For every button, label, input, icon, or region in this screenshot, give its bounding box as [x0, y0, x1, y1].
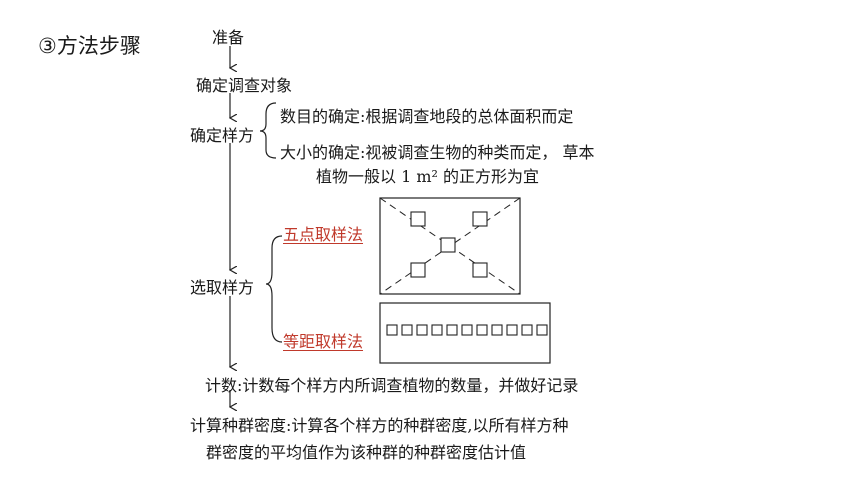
quadrat-size-rule-cont: 植物一般以 1 m² 的正方形为宜 — [316, 167, 540, 186]
step-select-quadrat: 选取样方 — [190, 278, 255, 297]
step-determine-object: 确定调查对象 — [196, 76, 293, 95]
quadrat-size-rule: 大小的确定:视被调查生物的种类而定， 草本 — [280, 143, 595, 162]
section-heading: ③方法步骤 — [38, 34, 141, 58]
brace-determine-quadrat — [259, 102, 277, 159]
quadrat-number-rule: 数目的确定:根据调查地段的总体面积而定 — [280, 107, 574, 126]
five-point-sampling-link[interactable]: 五点取样法 — [283, 225, 364, 244]
equidistant-sampling-figure — [379, 302, 551, 364]
five-point-sampling-figure — [379, 197, 521, 295]
step-calc-density-cont: 群密度的平均值作为该种群的种群密度估计值 — [206, 443, 527, 462]
step-determine-quadrat: 确定样方 — [190, 126, 255, 145]
step-prepare: 准备 — [212, 28, 245, 47]
brace-select-quadrat — [265, 235, 283, 343]
step-calc-density: 计算种群密度:计算各个样方的种群密度,以所有样方种 — [190, 416, 569, 435]
step-count: 计数:计数每个样方内所调查植物的数量，并做好记录 — [205, 376, 579, 395]
equidistant-sampling-link[interactable]: 等距取样法 — [283, 332, 364, 351]
